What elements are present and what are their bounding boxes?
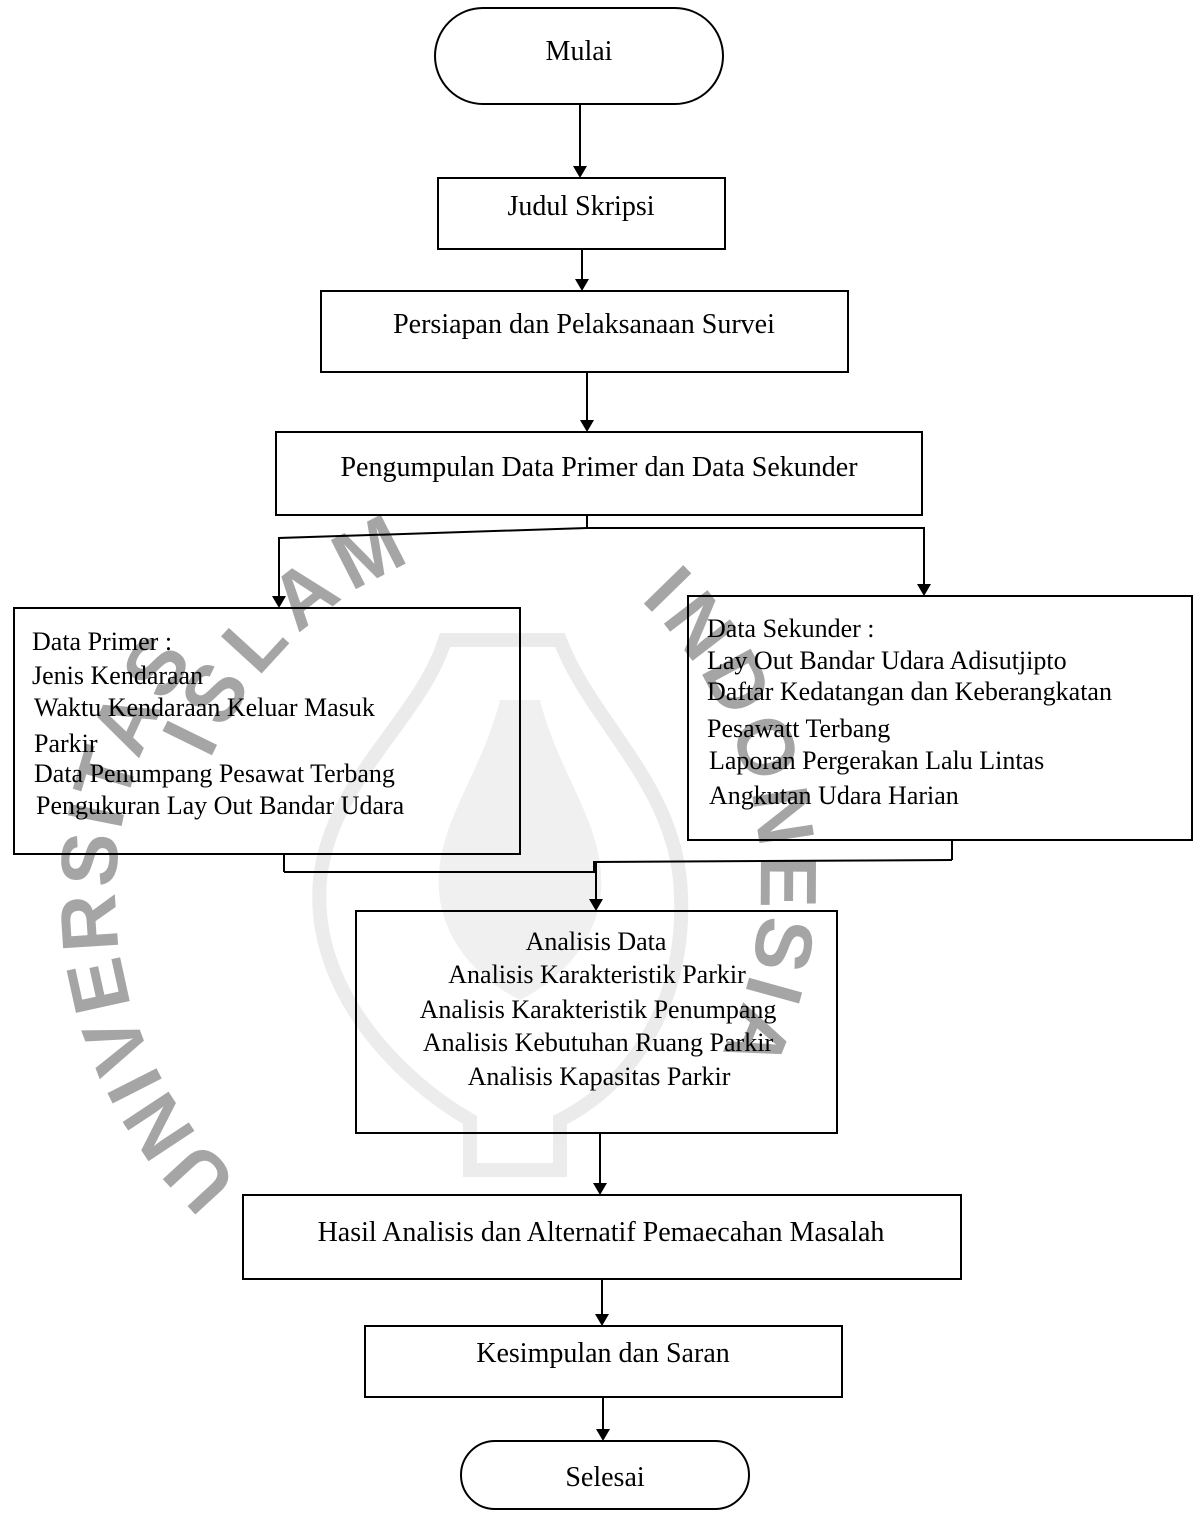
secondary-data-box (687, 595, 1193, 841)
secondary-data-lines: Data Sekunder : Lay Out Bandar Udara Adi… (707, 614, 1112, 810)
connectors (272, 105, 953, 1441)
primary-line: Data Penumpang Pesawat Terbang (34, 759, 395, 788)
primary-line: Data Primer : (32, 627, 172, 656)
primary-line: Parkir (34, 729, 98, 758)
title-label: Judul Skripsi (507, 191, 654, 222)
primary-line: Pengukuran Lay Out Bandar Udara (36, 791, 405, 820)
primary-line: Jenis Kendaraan (32, 661, 203, 690)
start-label: Mulai (546, 36, 613, 67)
result-box (242, 1194, 962, 1280)
primary-data-box (13, 607, 521, 855)
prep-box (320, 290, 849, 373)
collect-box (275, 431, 923, 516)
end-terminator (460, 1440, 750, 1510)
analysis-line: Analisis Karakteristik Parkir (448, 960, 746, 989)
secondary-line: Laporan Pergerakan Lalu Lintas (709, 746, 1044, 775)
primary-data-lines: Data Primer : Jenis Kendaraan Waktu Kend… (32, 627, 405, 820)
split-bar (278, 527, 925, 545)
secondary-line: Angkutan Udara Harian (709, 781, 959, 810)
start-terminator (434, 7, 724, 105)
primary-line: Waktu Kendaraan Keluar Masuk (34, 693, 375, 722)
watermark-emblem-shape (312, 633, 689, 1177)
prep-label: Persiapan dan Pelaksanaan Survei (393, 309, 775, 340)
collect-label: Pengumpulan Data Primer dan Data Sekunde… (340, 452, 858, 483)
secondary-line: Lay Out Bandar Udara Adisutjipto (707, 646, 1067, 675)
analysis-box (355, 910, 838, 1134)
title-box (437, 177, 726, 250)
conclusion-label: Kesimpulan dan Saran (476, 1338, 730, 1369)
secondary-line: Pesawatt Terbang (707, 714, 890, 743)
analysis-line: Analisis Karakteristik Penumpang (420, 995, 777, 1024)
merge-bar (284, 859, 953, 873)
secondary-line: Data Sekunder : (707, 614, 875, 643)
analysis-line: Analisis Data (526, 927, 667, 956)
analysis-lines: Analisis Data Analisis Karakteristik Par… (420, 927, 777, 1091)
result-label: Hasil Analisis dan Alternatif Pemaecahan… (318, 1217, 885, 1248)
analysis-line: Analisis Kapasitas Parkir (468, 1062, 731, 1091)
end-label: Selesai (565, 1462, 645, 1493)
analysis-line: Analisis Kebutuhan Ruang Parkir (423, 1028, 774, 1057)
secondary-line: Daftar Kedatangan dan Keberangkatan (707, 677, 1112, 706)
conclusion-box (364, 1325, 843, 1398)
